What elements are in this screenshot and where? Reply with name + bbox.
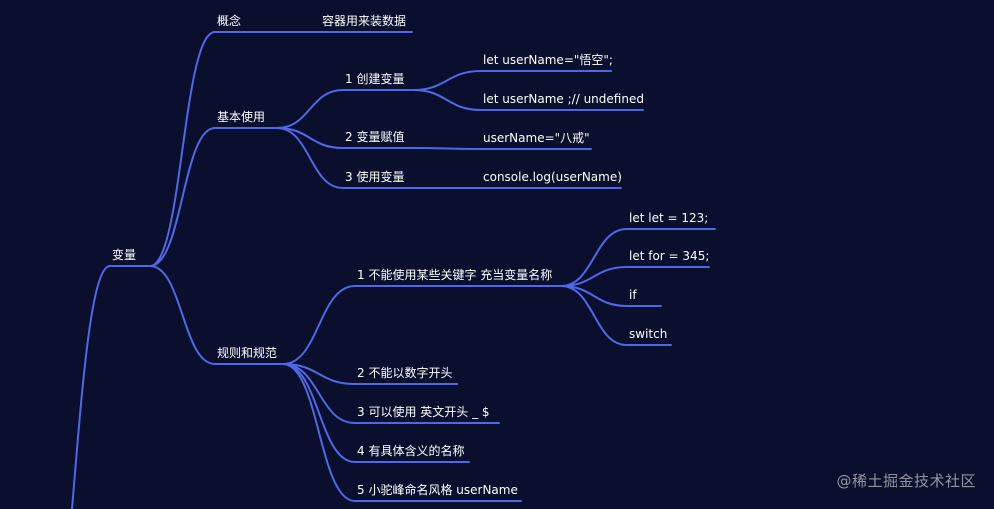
mindmap-node[interactable]: console.log(userName) (483, 170, 622, 184)
mindmap-underlines (109, 31, 716, 502)
mindmap-node[interactable]: 基本使用 (217, 109, 265, 124)
mindmap-edge (276, 89, 344, 129)
mindmap-node[interactable]: 3 使用变量 (345, 169, 404, 184)
mindmap-edge (560, 266, 628, 287)
mindmap-edge (412, 89, 482, 111)
mindmap-root-node[interactable]: 变量 (112, 247, 136, 262)
mindmap-node[interactable]: 4 有具体含义的名称 (357, 443, 464, 458)
mindmap-node[interactable]: 规则和规范 (217, 345, 277, 360)
mindmap-edge (149, 265, 216, 365)
mindmap-node[interactable]: 5 小驼峰命名风格 userName (357, 482, 518, 497)
mindmap-edge (282, 285, 356, 365)
mindmap-node[interactable]: let for = 345; (629, 249, 709, 263)
mindmap-edges (71, 30, 628, 509)
watermark: @稀土掘金技术社区 (836, 472, 976, 490)
mindmap-node[interactable]: 1 不能使用某些关键字 充当变量名称 (357, 267, 552, 282)
mindmap-edge (412, 70, 482, 91)
mindmap-node[interactable]: 2 变量赋值 (345, 129, 404, 144)
mindmap-node[interactable]: 容器用来装数据 (322, 13, 406, 28)
mindmap-edge (560, 285, 628, 307)
mindmap-edge (276, 127, 344, 189)
mindmap-edge (149, 127, 216, 267)
mindmap-node[interactable]: let userName="悟空"; (483, 52, 613, 67)
mindmap-edge (282, 363, 356, 385)
mindmap-edge (282, 363, 356, 463)
mindmap-edge (149, 31, 216, 267)
mindmap-node[interactable]: if (629, 288, 637, 302)
mindmap-edge (560, 285, 628, 346)
mindmap-node[interactable]: switch (629, 327, 667, 341)
mindmap-node[interactable]: 1 创建变量 (345, 71, 404, 86)
mindmap-edge (560, 228, 628, 287)
mindmap-node[interactable]: userName="八戒" (483, 131, 590, 145)
mindmap-edge-trunk (71, 265, 111, 509)
mindmap-node[interactable]: let let = 123; (629, 211, 708, 225)
mindmap-node[interactable]: 2 不能以数字开头 (357, 365, 452, 380)
mindmap-node[interactable]: 概念 (217, 13, 241, 28)
mindmap-edge (276, 127, 344, 149)
mindmap-node[interactable]: let userName ;// undefined (483, 92, 644, 106)
mindmap-edge (412, 147, 482, 150)
mindmap-node[interactable]: 3 可以使用 英文开头 _ $ (357, 404, 490, 419)
mindmap-edge (282, 363, 356, 502)
